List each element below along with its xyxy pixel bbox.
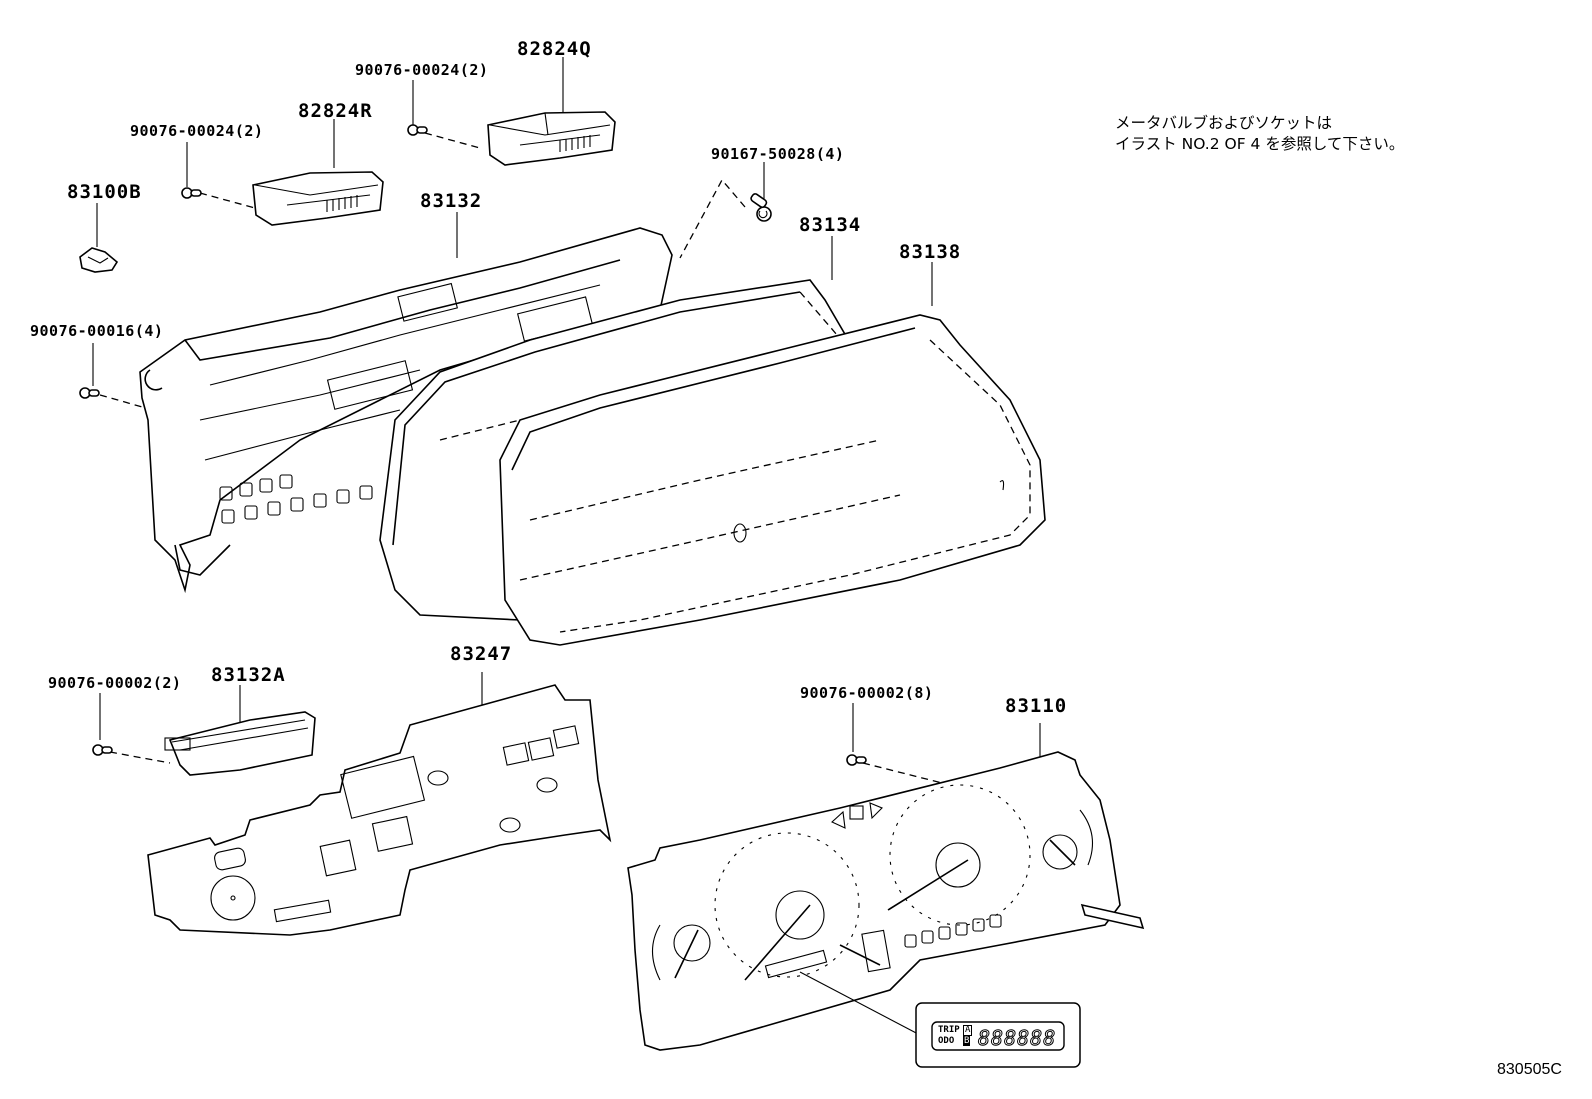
part-label-82824Q[interactable]: 82824Q [517, 38, 592, 60]
odometer-inset-frame [915, 1002, 1081, 1068]
odometer-odo-label: ODO [938, 1036, 955, 1046]
reference-note-line-1: メータバルブおよびソケットは [1115, 114, 1333, 132]
plate-83138 [499, 314, 1046, 646]
socket-83100B [79, 247, 119, 273]
speedometer-scale [714, 832, 860, 978]
part-label-83134[interactable]: 83134 [799, 214, 862, 236]
trip-reset-knob [1080, 903, 1145, 930]
screw-icons [79, 124, 867, 766]
screw-icon [846, 754, 867, 766]
fastener-label-90076-00002-8[interactable]: 90076-00002(8) [800, 684, 934, 702]
part-label-82824R[interactable]: 82824R [298, 100, 373, 122]
connector-82824Q [487, 111, 616, 166]
turn-signal-icons [831, 802, 883, 829]
part-label-83247[interactable]: 83247 [450, 643, 513, 665]
screw-icon [407, 124, 428, 136]
dial-plate-83110 [627, 751, 1145, 1051]
odometer-a-indicator: A [963, 1025, 973, 1036]
tachometer-needle [887, 842, 981, 911]
fastener-label-90076-00024-upper[interactable]: 90076-00024(2) [355, 61, 489, 79]
fastener-label-90076-00002-2[interactable]: 90076-00002(2) [48, 674, 182, 692]
odometer-b-indicator: B [963, 1036, 971, 1046]
indicator-windows [219, 474, 373, 524]
fastener-label-90167-50028[interactable]: 90167-50028(4) [711, 145, 845, 163]
part-label-83132A[interactable]: 83132A [211, 664, 286, 686]
display-module-83132A [164, 711, 316, 776]
part-label-83132[interactable]: 83132 [420, 190, 483, 212]
screw-icon [750, 193, 772, 222]
odometer-trip-label: TRIP [938, 1025, 960, 1035]
odometer-digits: 888888 [977, 1026, 1057, 1051]
screw-icon [79, 387, 100, 399]
reference-note: メータバルブおよびソケットは イラスト NO.2 OF 4 を参照して下さい。 [1115, 113, 1404, 155]
circuit-board-83247 [147, 684, 612, 936]
tachometer-scale [889, 784, 1031, 926]
part-label-83138[interactable]: 83138 [899, 241, 962, 263]
part-label-83110[interactable]: 83110 [1005, 695, 1068, 717]
warning-lamp-windows [904, 914, 1002, 948]
screw-icon [181, 187, 202, 199]
fastener-label-90076-00024-lower[interactable]: 90076-00024(2) [130, 122, 264, 140]
figure-id: 830505C [1497, 1061, 1562, 1078]
speedometer-needle [744, 890, 825, 981]
screw-icon [92, 744, 113, 756]
odometer-display: TRIP ODO A B 888888 [936, 1025, 1062, 1051]
fuel-gauge [651, 924, 711, 981]
connector-82824R [252, 171, 384, 226]
fastener-label-90076-00016[interactable]: 90076-00016(4) [30, 322, 164, 340]
reference-note-line-2: イラスト NO.2 OF 4 を参照して下さい。 [1115, 135, 1405, 153]
part-label-83100B[interactable]: 83100B [67, 181, 142, 203]
case-83132 [139, 227, 673, 594]
temp-gauge [1042, 809, 1094, 870]
